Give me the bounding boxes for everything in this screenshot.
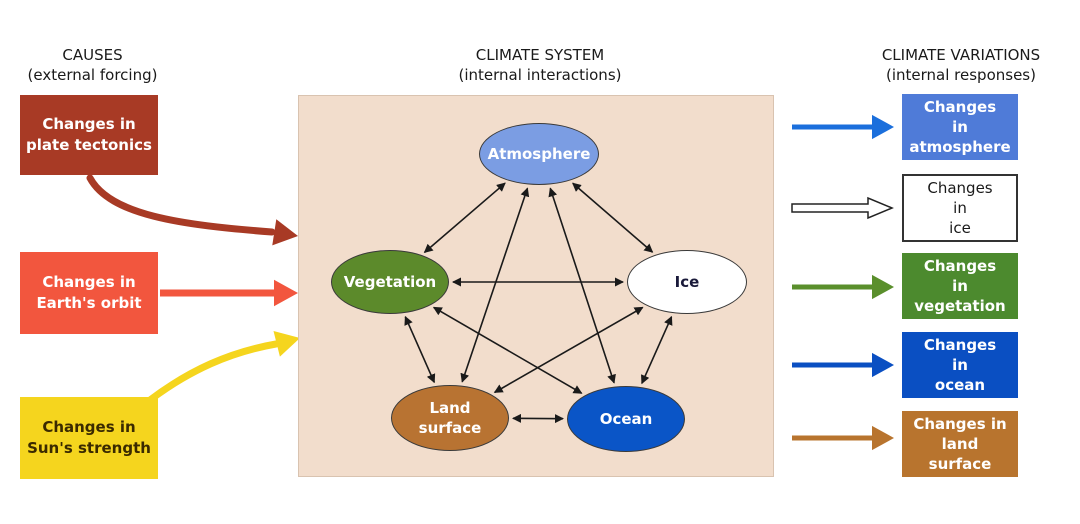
variation-land-surface-line2: land xyxy=(941,435,979,453)
node-land-surface-line2: surface xyxy=(418,419,482,437)
cause-plate-tectonics-line1: Changes in xyxy=(42,115,136,133)
cause-plate-tectonics-line2: plate tectonics xyxy=(26,136,152,154)
cause-earth-orbit: Changes in Earth's orbit xyxy=(20,252,158,334)
cause-arrowhead-sun-strength xyxy=(273,331,300,357)
variation-ice-line1: Changes xyxy=(927,179,993,197)
system-heading: CLIMATE SYSTEM (internal interactions) xyxy=(420,45,660,85)
variation-land-surface: Changes in land surface xyxy=(902,411,1018,477)
variation-ocean: Changes in ocean xyxy=(902,332,1018,398)
variation-land-surface-line1: Changes in xyxy=(913,415,1007,433)
variation-atmosphere-line1: Changes xyxy=(923,98,997,116)
variation-arrow-1 xyxy=(791,196,894,220)
variation-ice: Changes in ice xyxy=(902,174,1018,242)
cause-plate-tectonics: Changes in plate tectonics xyxy=(20,95,158,175)
cause-arrow-plate-tectonics xyxy=(86,174,276,236)
cause-earth-orbit-line2: Earth's orbit xyxy=(36,294,142,312)
variation-vegetation: Changes in vegetation xyxy=(902,253,1018,319)
variation-arrowhead-2 xyxy=(872,274,894,300)
cause-arrow-sun-strength xyxy=(146,340,280,404)
variation-atmosphere-line2: in xyxy=(952,118,968,136)
variations-heading: CLIMATE VARIATIONS (internal responses) xyxy=(848,45,1074,85)
system-heading-subtitle: (internal interactions) xyxy=(458,66,622,84)
node-atmosphere-label: Atmosphere xyxy=(487,145,591,163)
variation-ocean-line2: in xyxy=(952,356,968,374)
variation-atmosphere: Changes in atmosphere xyxy=(902,94,1018,160)
causes-heading: CAUSES (external forcing) xyxy=(5,45,180,85)
variations-heading-title: CLIMATE VARIATIONS xyxy=(881,46,1041,64)
node-land-surface-line1: Land xyxy=(429,399,471,417)
causes-heading-subtitle: (external forcing) xyxy=(27,66,158,84)
variation-ice-line3: ice xyxy=(949,219,971,237)
cause-sun-strength-line1: Changes in xyxy=(42,418,136,436)
node-ice: Ice xyxy=(627,250,747,314)
variation-vegetation-line1: Changes xyxy=(923,257,997,275)
variation-atmosphere-line3: atmosphere xyxy=(909,138,1011,156)
variations-heading-subtitle: (internal responses) xyxy=(886,66,1036,84)
cause-sun-strength: Changes in Sun's strength xyxy=(20,397,158,479)
cause-arrowhead-earth-orbit xyxy=(274,279,298,307)
variation-vegetation-line3: vegetation xyxy=(914,297,1006,315)
node-ocean-label: Ocean xyxy=(599,410,653,428)
node-vegetation: Vegetation xyxy=(331,250,449,314)
node-ocean: Ocean xyxy=(567,386,685,452)
node-atmosphere: Atmosphere xyxy=(479,123,599,185)
variation-arrowhead-3 xyxy=(872,352,894,378)
variation-vegetation-line2: in xyxy=(952,277,968,295)
cause-arrowhead-plate-tectonics xyxy=(272,219,298,246)
variation-arrowhead-0 xyxy=(872,114,894,140)
variation-arrowhead-4 xyxy=(872,425,894,451)
variation-ice-line2: in xyxy=(953,199,967,217)
node-vegetation-label: Vegetation xyxy=(343,273,437,291)
cause-earth-orbit-line1: Changes in xyxy=(42,273,136,291)
system-heading-title: CLIMATE SYSTEM xyxy=(475,46,605,64)
node-ice-label: Ice xyxy=(674,273,700,291)
cause-sun-strength-line2: Sun's strength xyxy=(27,439,151,457)
variation-ocean-line1: Changes xyxy=(923,336,997,354)
variation-land-surface-line3: surface xyxy=(928,455,992,473)
causes-heading-title: CAUSES xyxy=(62,46,123,64)
node-land-surface: Land surface xyxy=(391,385,509,451)
variation-ocean-line3: ocean xyxy=(934,376,986,394)
